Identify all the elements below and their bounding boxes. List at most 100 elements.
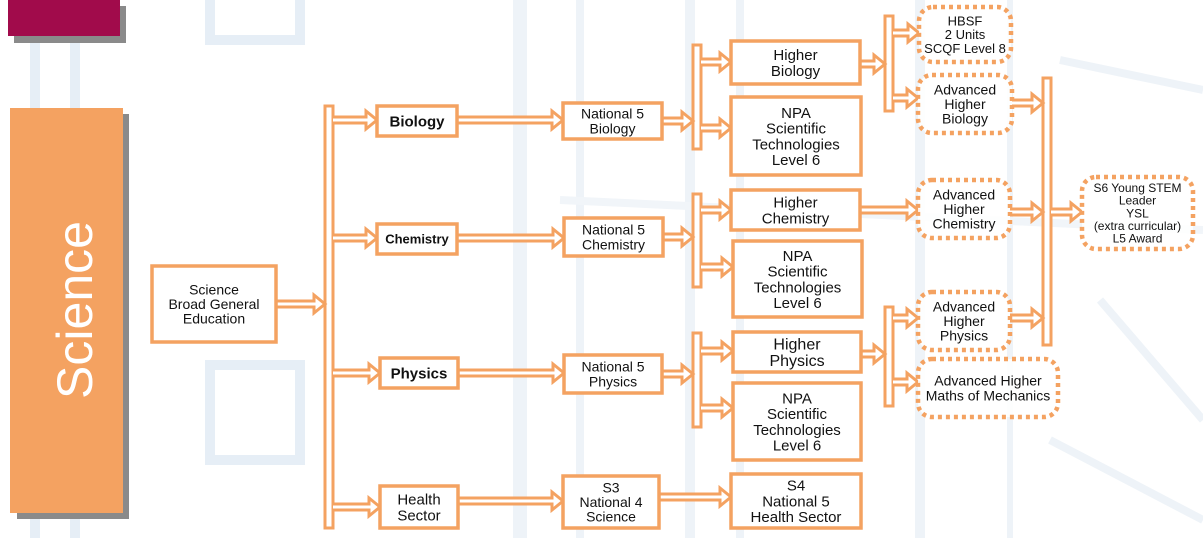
node-label-line: Chemistry [582, 236, 645, 252]
node-label-line: S4 [787, 478, 805, 495]
node-box-dotted [915, 356, 1061, 420]
arrow-bar-to-ah-biology [893, 85, 921, 111]
node-label-line: National 5 [762, 493, 830, 510]
node-box-dotted [915, 289, 1013, 353]
arrow-physics-to-n5 [458, 360, 567, 386]
node-label-line: Physics [589, 373, 637, 389]
node-box [375, 222, 459, 256]
node-label-line: Chemistry [385, 232, 449, 247]
node-box [561, 474, 661, 530]
node-label-line: Biology [942, 111, 988, 127]
arrow-ah-phys-to-bar [1010, 305, 1046, 331]
node-label-line: Broad General [168, 296, 259, 312]
arrow-bar-to-ah-maths [893, 369, 921, 395]
node-label-line: NPA [781, 105, 811, 122]
biology-bracket-bar [691, 43, 703, 151]
node-label-line: Leader [1119, 194, 1156, 208]
arrow-n5bio-to-bar [662, 108, 696, 134]
arrow-bar-to-npa-chem [701, 254, 736, 280]
node-label-line: Advanced [933, 186, 995, 202]
node-label-line: 2 Units [945, 27, 986, 42]
node-label-line: Advanced Higher [934, 373, 1042, 389]
node-chemistry: Chemistry [375, 222, 459, 256]
arrow-chemistry-to-n5 [457, 225, 567, 251]
node-box [729, 95, 863, 177]
arrow-s3-to-s4 [659, 484, 734, 510]
node-label-line: Biology [390, 113, 446, 130]
node-label-line: Technologies [754, 279, 842, 296]
higher-physics-bracket-bar [883, 305, 895, 408]
node-label-line: Chemistry [932, 216, 995, 232]
node-box [562, 353, 664, 395]
arrow-bar-to-health [333, 494, 383, 520]
node-box-dotted [915, 177, 1013, 241]
arrow-bar-to-higher-biology [701, 49, 734, 75]
node-label-line: Higher [944, 96, 986, 112]
node-label-line: Technologies [753, 422, 841, 439]
node-label-line: Higher [773, 336, 821, 353]
node-box [729, 472, 863, 530]
arrow-bar-to-ysl [1051, 199, 1085, 225]
arrow-bge-to-bar [276, 291, 328, 317]
arrow-bar-to-hbsf [893, 20, 922, 46]
arrow-bar-to-higher-chemistry [701, 197, 734, 223]
chemistry-bracket-bar [691, 192, 703, 289]
arrow-biology-to-n5 [457, 107, 566, 133]
node-label-line: Scientific [767, 406, 828, 423]
node-label-line: Physics [769, 353, 824, 370]
node-label-line: S6 Young STEM [1093, 181, 1181, 195]
title-panel [10, 108, 123, 513]
arrow-bar-to-chemistry [333, 225, 380, 251]
node-label-line: Health Sector [751, 509, 842, 526]
arrow-n5chem-to-bar [663, 224, 696, 250]
node-label-line: Health [397, 492, 440, 509]
arrow-bar-to-ah-physics [893, 305, 921, 331]
arrow-higher-phys-to-bar [861, 341, 888, 367]
node-box-dotted [915, 72, 1015, 136]
node-label-line: Level 6 [773, 295, 821, 312]
node-box [729, 188, 862, 232]
node-label-line: Science [586, 509, 636, 525]
node-box [731, 381, 863, 462]
node-box [731, 330, 863, 374]
node-label-line: Chemistry [762, 210, 830, 227]
node-label-line: Maths of Mechanics [926, 387, 1051, 403]
node-box [150, 264, 278, 344]
node-label-line: Biology [590, 120, 636, 136]
node-label-line: Higher [943, 313, 985, 329]
node-box-dotted [1079, 174, 1196, 252]
arrow-bar-to-physics [333, 360, 383, 386]
node-label-line: National 5 [581, 106, 644, 122]
node-box-dotted [916, 4, 1014, 65]
node-label-line: Education [183, 311, 245, 327]
arrow-bar-to-npa-phys [701, 395, 736, 421]
node-box [729, 39, 862, 86]
node-label-line: Scientific [767, 264, 828, 281]
node-box [375, 104, 459, 138]
node-label-line: Advanced [934, 81, 996, 97]
node-label-line: Science [189, 281, 239, 297]
node-box [378, 484, 460, 530]
physics-bracket-bar [691, 331, 703, 429]
science-title: Science [47, 221, 103, 399]
node-label-line: Physics [940, 328, 988, 344]
main-bracket-bar [323, 104, 335, 530]
node-label-line: (extra curricular) [1094, 219, 1181, 233]
arrow-bar-to-biology [333, 107, 380, 133]
node-label-line: Biology [771, 63, 821, 80]
